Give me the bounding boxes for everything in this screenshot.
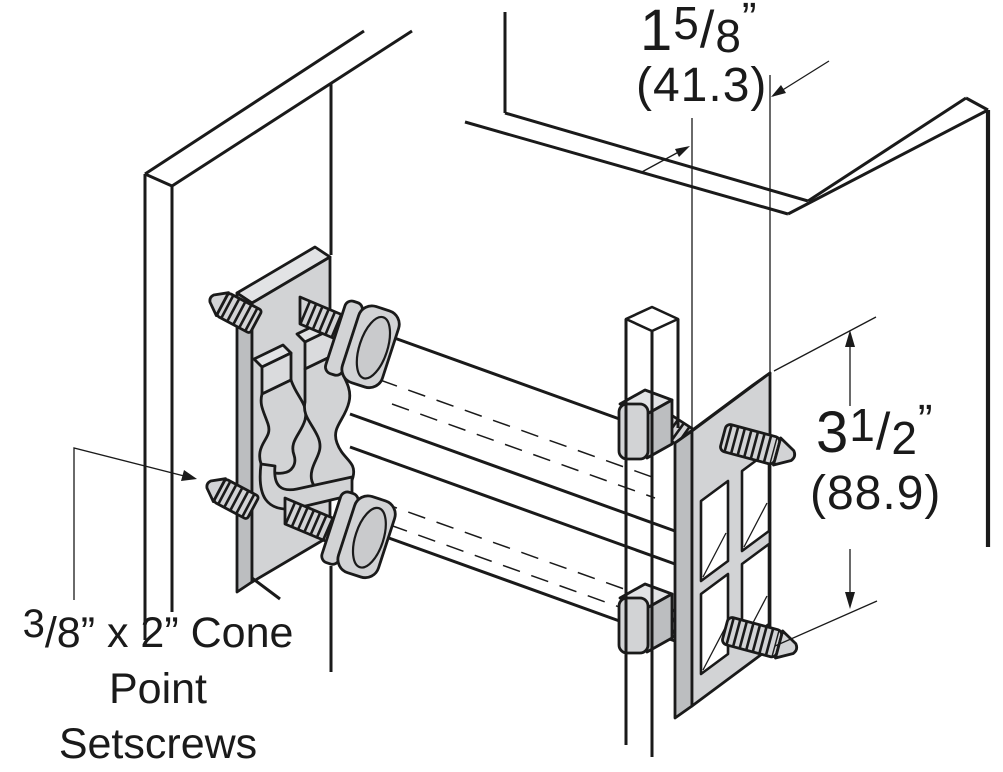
width-dimension-label: 15/8” [640,0,758,63]
dimension-arrowhead [845,592,855,609]
setscrew-bottom-right [721,616,799,660]
dimension-arrowhead [675,146,690,157]
u-strap [251,462,354,601]
extension-line-bottom [774,600,878,647]
right-bracket-plate [673,371,772,720]
left-bracket [205,245,401,601]
hex-bolt-top-left [298,295,401,390]
setscrew-top-left [208,291,263,334]
leader-arrowhead [181,470,197,481]
setscrew-mid-left [205,477,260,520]
height-dimension-label: 31/2” [816,396,934,465]
clamp-fitting-left [252,343,308,475]
setscrew-leader [73,447,197,600]
setscrew-top-right [719,423,797,467]
setscrew-callout-line1: 3/8” x 2” Cone [22,602,294,657]
dimension-height [773,316,878,647]
setscrew-callout-line2: Point [108,665,207,713]
dimension-arrowhead [845,330,855,347]
height-dimension-metric: (88.9) [810,467,942,520]
dimension-arrowhead [771,85,786,97]
setscrew-callout: 3/8” x 2” Cone Point Setscrews [10,602,306,772]
extension-line-top [773,316,877,372]
frame-structure [143,12,991,672]
width-dimension-metric: (41.3) [636,59,768,112]
hex-bolt-bottom-left [283,490,397,580]
dimension-width [639,60,830,431]
top-rail [464,12,989,216]
right-post [624,305,680,757]
left-post [143,29,413,672]
setscrew-callout-line3: Setscrews [58,720,258,768]
